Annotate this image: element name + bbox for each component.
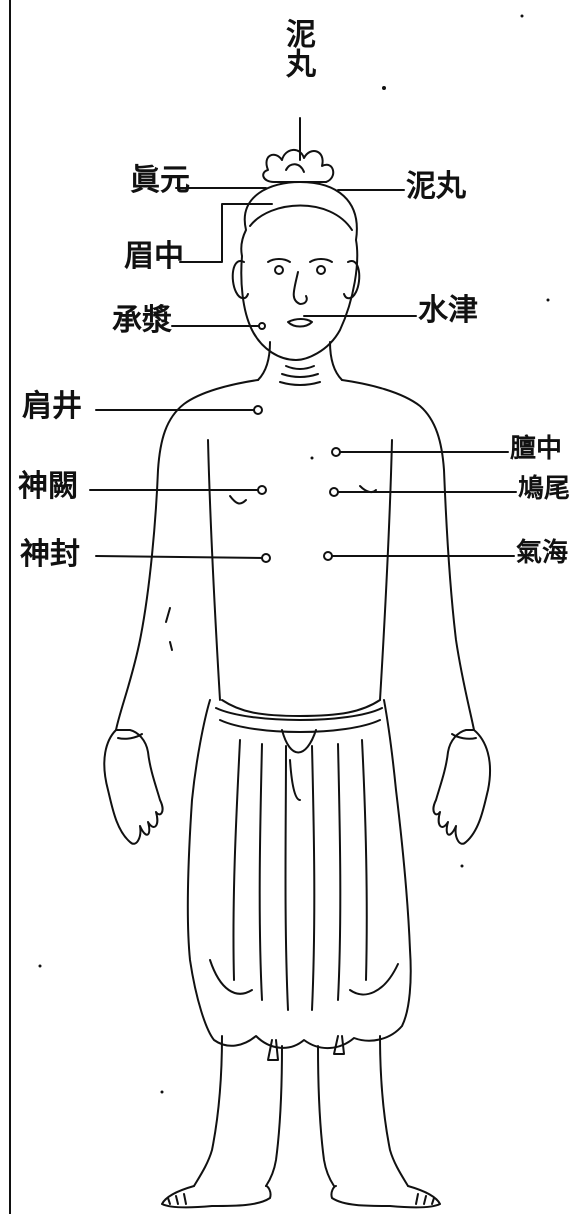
- label-shoulder: 肩井: [22, 392, 82, 422]
- point-chest-right: [332, 448, 340, 456]
- point-chest-left: [258, 486, 266, 494]
- torso: [116, 380, 258, 730]
- point-belly-right: [324, 552, 332, 560]
- label-cheek: 承漿: [112, 306, 172, 336]
- right-leg: [318, 1046, 334, 1186]
- label-temple-right: 泥丸: [406, 172, 466, 202]
- point-waist-left: [262, 554, 270, 562]
- label-belly-right: 氣海: [516, 540, 568, 566]
- label-chest-left: 神闕: [18, 472, 78, 502]
- point-cheek: [259, 323, 265, 329]
- label-mouth: 水津: [418, 296, 478, 326]
- left-hand: [104, 730, 162, 844]
- head: [241, 182, 357, 360]
- left-leg: [194, 1036, 222, 1186]
- right-hand: [433, 730, 490, 844]
- point-shoulder: [254, 406, 262, 414]
- label-middle-right: 鳩尾: [518, 476, 570, 502]
- label-brow: 眉中: [124, 242, 184, 272]
- leader-waist-left: [96, 556, 266, 558]
- label-temple-left: 眞元: [130, 166, 190, 196]
- left-ear: [233, 261, 248, 298]
- label-waist-left: 神封: [20, 540, 80, 570]
- leader-brow: [180, 204, 272, 262]
- point-middle-right: [330, 488, 338, 496]
- label-crown: 泥丸: [282, 18, 312, 78]
- label-chest-right: 膻中: [510, 436, 562, 462]
